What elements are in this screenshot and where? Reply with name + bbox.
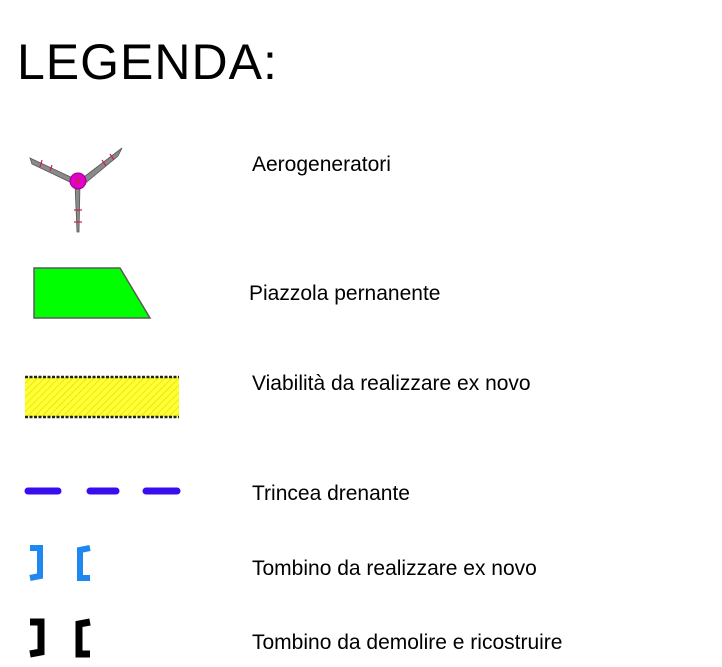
permanent-pad-icon <box>33 267 152 319</box>
legend-label-trench: Trincea drenante <box>252 482 410 505</box>
drainage-trench-icon <box>24 487 181 495</box>
legend-label-pad: Piazzola pernanente <box>249 282 441 305</box>
legend-label-culvert-demo: Tombino da demolire e ricostruire <box>252 631 563 654</box>
legend-label-turbine: Aerogeneratori <box>252 153 391 176</box>
wind-turbine-icon <box>29 147 123 233</box>
rebuild-culvert-icon <box>29 618 91 658</box>
legend-title: LEGENDA: <box>17 34 278 90</box>
new-road-icon <box>25 375 179 419</box>
legend-label-road: Viabilità da realizzare ex novo <box>252 372 531 395</box>
legend-label-culvert-new: Tombino da realizzare ex novo <box>252 557 537 580</box>
new-culvert-icon <box>29 545 91 581</box>
